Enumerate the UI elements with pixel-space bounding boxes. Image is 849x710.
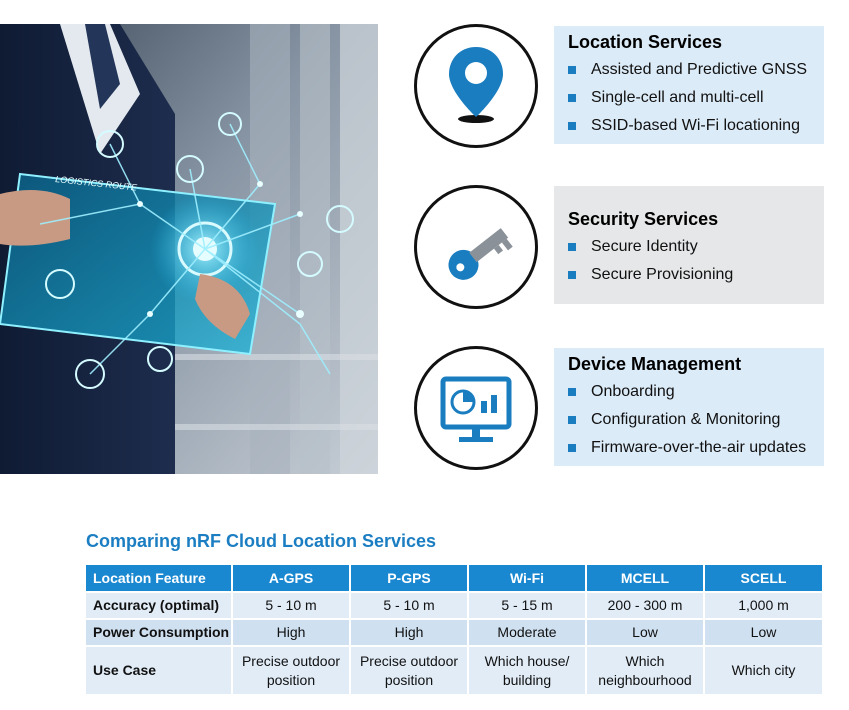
device-management-background [554,348,824,466]
location-services-title: Location Services [568,32,723,52]
list-item-text: Assisted and Predictive GNSS [591,61,808,78]
device-management-icon-circle [414,346,538,470]
hero-image: LOGISTICS ROUTE [0,24,378,474]
column-header: A-GPS [232,565,351,592]
table-cell: Moderate [468,618,587,646]
location-services-background [554,26,824,144]
list-item-text: Configuration & Monitoring [591,411,781,428]
table-cell: 1,000 m [704,591,822,619]
device-management-title: Device Management [568,354,742,374]
list-item: SSID-based Wi-Fi locationing [568,112,807,140]
comparison-table: Location Feature A-GPS P-GPS Wi-Fi MCELL… [86,565,822,694]
bullet-icon [568,416,576,424]
table-cell: High [232,618,351,646]
list-item: Secure Identity [568,233,733,261]
table-cell: Precise outdoor position [232,645,351,694]
location-services-icon-circle [414,24,538,148]
table-cell: 5 - 10 m [350,591,469,619]
table-cell: 5 - 15 m [468,591,587,619]
list-item-text: Single-cell and multi-cell [591,89,764,106]
table-cell: High [350,618,469,646]
column-header: P-GPS [350,565,469,592]
location-services-list: Assisted and Predictive GNSS Single-cell… [568,56,807,140]
table-cell: 5 - 10 m [232,591,351,619]
comparison-title: Comparing nRF Cloud Location Services [86,531,437,551]
table-cell: Low [586,618,705,646]
list-item-text: Firmware-over-the-air updates [591,439,807,456]
list-item-text: Onboarding [591,383,675,400]
table-row: Use Case Precise outdoor position Precis… [86,645,822,694]
bullet-icon [568,388,576,396]
bullet-icon [568,66,576,74]
list-item: Configuration & Monitoring [568,406,806,434]
row-label: Power Consumption [86,618,233,646]
bullet-icon [568,122,576,130]
security-services-panel: Security Services Secure Identity Secure… [414,185,824,309]
device-management-panel: Device Management Onboarding Configurati… [414,346,824,470]
table-cell: Which neighbourhood [586,645,705,694]
hero-illustration: LOGISTICS ROUTE [0,24,378,474]
list-item: Secure Provisioning [568,261,733,289]
location-services-panel: Location Services Assisted and Predictiv… [414,24,824,148]
table-cell: Which house/ building [468,645,587,694]
table-header-row: Location Feature A-GPS P-GPS Wi-Fi MCELL… [86,565,822,592]
bullet-icon [568,94,576,102]
column-header: Location Feature [86,565,233,592]
table-row: Power Consumption High High Moderate Low… [86,618,822,646]
table-row: Accuracy (optimal) 5 - 10 m 5 - 10 m 5 -… [86,591,822,619]
security-services-background [554,186,824,304]
key-icon [448,228,513,280]
bullet-icon [568,271,576,279]
security-services-list: Secure Identity Secure Provisioning [568,233,733,289]
table-cell: Precise outdoor position [350,645,469,694]
table-cell: 200 - 300 m [586,591,705,619]
security-services-icon-circle [414,185,538,309]
location-pin-icon [449,47,503,123]
device-management-list: Onboarding Configuration & Monitoring Fi… [568,378,806,462]
list-item: Firmware-over-the-air updates [568,434,806,462]
column-header: Wi-Fi [468,565,587,592]
list-item: Onboarding [568,378,806,406]
column-header: SCELL [704,565,822,592]
table-cell: Which city [704,645,822,694]
row-label: Use Case [86,645,233,694]
list-item: Assisted and Predictive GNSS [568,56,807,84]
list-item-text: SSID-based Wi-Fi locationing [591,117,800,134]
monitor-dashboard-icon [440,376,512,442]
column-header: MCELL [586,565,705,592]
bullet-icon [568,444,576,452]
list-item-text: Secure Provisioning [591,266,734,283]
table-cell: Low [704,618,822,646]
bullet-icon [568,243,576,251]
security-services-title: Security Services [568,209,719,229]
row-label: Accuracy (optimal) [86,591,233,619]
list-item-text: Secure Identity [591,238,698,255]
list-item: Single-cell and multi-cell [568,84,807,112]
